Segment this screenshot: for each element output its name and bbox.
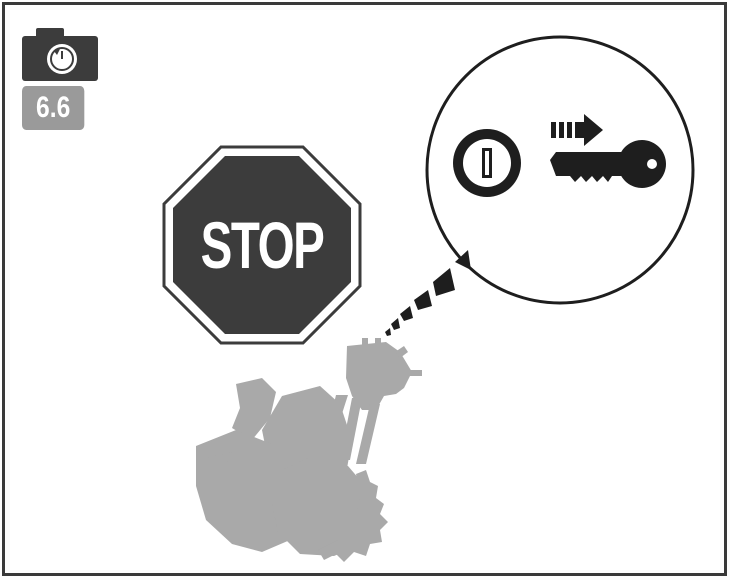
snowblower-icon	[196, 338, 422, 562]
ignition-icon	[453, 129, 521, 197]
pointer-wedge	[385, 250, 471, 336]
